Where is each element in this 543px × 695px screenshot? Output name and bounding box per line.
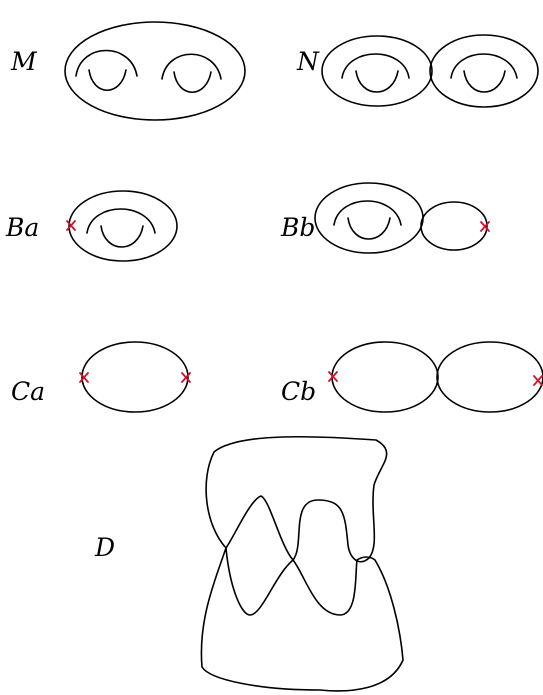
surface-d-upper-region bbox=[205, 435, 388, 563]
handle-ba bbox=[86, 208, 156, 248]
marked-point-bb bbox=[480, 221, 490, 232]
surface-bb bbox=[314, 182, 488, 254]
handle-bb bbox=[333, 200, 402, 240]
marked-point-ca-right bbox=[181, 372, 191, 383]
surface-d-lower-region bbox=[200, 547, 404, 692]
surface-n-left-outline bbox=[321, 35, 433, 107]
surface-d bbox=[200, 435, 404, 692]
label-ca: Ca bbox=[11, 377, 45, 406]
handle-m-left bbox=[75, 49, 138, 92]
label-cb: Cb bbox=[281, 377, 316, 406]
surface-cb-left-outline bbox=[331, 341, 439, 413]
surface-n-right-outline bbox=[429, 34, 539, 108]
surface-ba-outline bbox=[68, 190, 178, 262]
surface-cb bbox=[331, 341, 543, 413]
handle-m-right bbox=[161, 53, 222, 94]
label-bb: Bb bbox=[280, 213, 315, 242]
surface-cb-right-outline bbox=[436, 341, 543, 413]
marked-point-ba bbox=[66, 220, 76, 231]
label-ba: Ba bbox=[5, 213, 39, 242]
marked-point-cb-left bbox=[328, 371, 338, 382]
handle-n-left bbox=[341, 53, 410, 93]
label-n: N bbox=[296, 47, 320, 76]
handle-n-right bbox=[450, 53, 518, 93]
label-m: M bbox=[10, 47, 38, 76]
surface-n bbox=[321, 34, 539, 108]
label-d: D bbox=[94, 533, 115, 562]
surface-bb-sphere-outline bbox=[420, 201, 488, 251]
surface-m-outline bbox=[64, 21, 246, 121]
marked-point-cb-right bbox=[533, 375, 543, 386]
surface-ca-outline bbox=[81, 341, 189, 413]
surface-bb-torus-outline bbox=[314, 182, 424, 254]
marked-point-ca-left bbox=[79, 372, 89, 383]
surface-m bbox=[64, 21, 246, 121]
surface-ba bbox=[68, 190, 178, 262]
